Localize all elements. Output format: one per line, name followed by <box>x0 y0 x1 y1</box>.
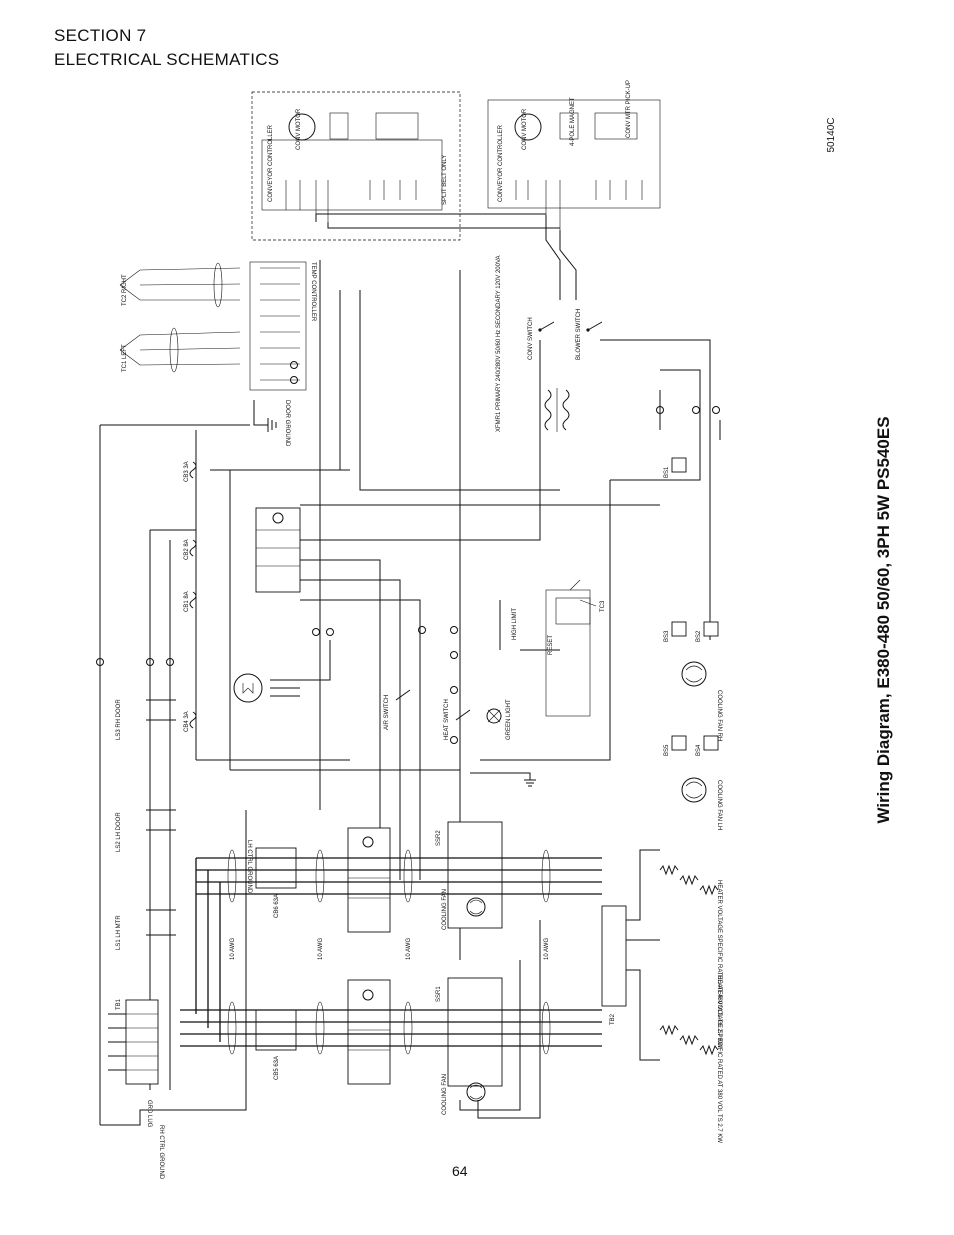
cooling-fan-ssr2-icon <box>466 897 486 917</box>
power-bus-lines <box>180 857 602 1047</box>
cooling-fan-rh-icon <box>681 661 707 687</box>
ls1-label: LS1 LH MTR <box>116 915 122 950</box>
contactor-c1 <box>347 979 391 1085</box>
bs4-label: BS4 <box>696 744 702 756</box>
ls2-label: LS2 LH DOOR <box>116 812 122 852</box>
conveyor-controller-label-left: CONVEYOR CONTROLLER <box>268 124 274 202</box>
green-light-label: GREEN LIGHT <box>506 699 512 740</box>
ssr2-label: SSR2 <box>436 830 442 846</box>
cooling-fan-lh-label: COOLING FAN LH <box>716 780 722 830</box>
bs-switches: BS1 BS3 BS2 BS5 BS4 <box>664 457 719 756</box>
door-ground: DOOR GROUND <box>253 400 290 447</box>
conv-motor-label-right: CONV MOTOR <box>522 108 528 150</box>
heater-note-380: HEATER VOLTAGE SPECIFIC RATED AT 380 VOL… <box>716 975 722 1143</box>
high-limit-group: HIGH LIMIT RESET TC3 <box>512 579 606 717</box>
tc3-label: TC3 <box>600 600 606 612</box>
conv-motor-left-icon <box>288 113 316 141</box>
indicator-lamps <box>96 361 720 744</box>
page-number: 64 <box>452 1163 468 1179</box>
split-belt-label: SPLIT BELT ONLY <box>442 155 448 205</box>
cooling-fan-label-1: COOLING FAN <box>442 1074 448 1115</box>
air-switch-label: AIR SWITCH <box>384 695 390 730</box>
ground-symbol-center <box>470 772 536 787</box>
cb2-label: CB2 8A <box>184 539 190 560</box>
temp-controller-group: TEMP CONTROLLER TC2 RIGHT TC1 LEFT <box>119 261 316 391</box>
bottom-ground-wiring <box>100 810 541 1126</box>
xfmr-label: XFMR1 PRIMARY 240/280V 50/60 Hz SECONDAR… <box>496 255 502 432</box>
tb2-label: TB2 <box>610 1013 616 1025</box>
section-number: SECTION 7 <box>54 26 147 45</box>
awg-labels: 10 AWG 10 AWG 10 AWG 10 AWG <box>230 938 550 960</box>
transformer-xfmr1: XFMR1 PRIMARY 240/280V 50/60 Hz SECONDAR… <box>496 255 570 432</box>
bs2-label: BS2 <box>696 630 702 642</box>
pickup-label: CONV MTR PICK-UP <box>626 80 632 138</box>
rh-ctrl-ground-label: RH CTRL GROUND <box>158 1125 164 1180</box>
circuit-breakers-small: CB3 3A CB2 8A CB1 8A CB4 3A <box>184 461 197 732</box>
cb1-label: CB1 8A <box>184 591 190 612</box>
limit-switches: LS3 RH DOOR LS2 LH DOOR LS1 LH MTR LH CT… <box>116 699 252 950</box>
blower-switch-label: BLOWER SWITCH <box>576 309 582 360</box>
cooling-fan-ssr1-icon <box>466 1082 486 1102</box>
tb1-terminal-block: TB1 GRD LUG RH CTRL GROUND <box>108 998 164 1180</box>
awg-label-3: 10 AWG <box>406 938 412 960</box>
ssr-group: SSR1 SSR2 COOLING FAN COOLING FAN <box>436 821 503 1115</box>
grd-lug-label: GRD LUG <box>146 1100 152 1128</box>
conv-switch-label: CONV SWITCH <box>528 317 534 360</box>
conveyor-controller-label-right: CONVEYOR CONTROLLER <box>498 124 504 202</box>
switches-top: CONV SWITCH BLOWER SWITCH <box>528 309 603 360</box>
contactor-c2 <box>347 827 391 933</box>
green-light: GREEN LIGHT <box>486 699 512 740</box>
awg-label-4: 10 AWG <box>544 938 550 960</box>
conveyor-controllers-group: CONVEYOR CONTROLLER CONVEYOR CONTROLLER … <box>251 80 661 241</box>
cb6-label: CB6 63A <box>274 894 280 918</box>
tc1-label: TC1 LEFT <box>122 344 128 372</box>
conv-motor-right-icon <box>514 113 542 141</box>
lh-ctrl-ground-label: LH CTRL GROUND <box>246 840 252 894</box>
motor-m <box>233 640 331 703</box>
contactor-c3 <box>255 507 301 593</box>
tb2-and-heaters: TB2 HEATER VOLTAGE SPECIFIC RATED AT 480… <box>601 849 722 1143</box>
awg-label-1: 10 AWG <box>230 938 236 960</box>
temp-controller-label: TEMP CONTROLLER <box>310 262 316 322</box>
cb5-label: CB5 63A <box>274 1056 280 1080</box>
motor-icon <box>233 673 263 703</box>
cooling-fans-top: COOLING FAN RH COOLING FAN LH <box>681 661 722 830</box>
door-ground-label: DOOR GROUND <box>284 400 290 447</box>
control-wiring <box>99 260 721 1125</box>
bs1-label: BS1 <box>664 466 670 478</box>
magnet-label: 4-POLE MAGNET <box>570 97 576 146</box>
reset-label: RESET <box>548 635 554 655</box>
cooling-fan-lh-icon <box>681 777 707 803</box>
green-light-icon <box>486 708 502 724</box>
bs5-label: BS5 <box>664 744 670 756</box>
tb1-label: TB1 <box>116 998 122 1010</box>
section-header: SECTION 7 ELECTRICAL SCHEMATICS <box>54 24 279 72</box>
high-limit-label: HIGH LIMIT <box>512 608 518 640</box>
tc2-label: TC2 RIGHT <box>122 274 128 306</box>
bs3-label: BS3 <box>664 630 670 642</box>
air-heat-switches: AIR SWITCH HEAT SWITCH <box>384 689 471 740</box>
cooling-fan-label-2: COOLING FAN <box>442 889 448 930</box>
conv-motor-label-left: CONV MOTOR <box>296 108 302 150</box>
heat-switch-label: HEAT SWITCH <box>444 699 450 740</box>
cb5-cb6-breakers: CB5 63A CB6 63A <box>255 847 297 1080</box>
cb3-label: CB3 3A <box>184 461 190 482</box>
section-title: ELECTRICAL SCHEMATICS <box>54 50 280 69</box>
ls3-label: LS3 RH DOOR <box>116 699 122 740</box>
cooling-fan-rh-label: COOLING FAN RH <box>716 690 722 741</box>
awg-label-2: 10 AWG <box>318 938 324 960</box>
cable-bundles <box>227 849 551 1055</box>
cb4-label: CB4 3A <box>184 711 190 732</box>
ssr1-label: SSR1 <box>436 986 442 1002</box>
conveyor-feed-wires <box>545 215 577 300</box>
heater-note-480: HEATER VOLTAGE SPECIFIC RATED AT 480 VOL… <box>716 880 722 1048</box>
